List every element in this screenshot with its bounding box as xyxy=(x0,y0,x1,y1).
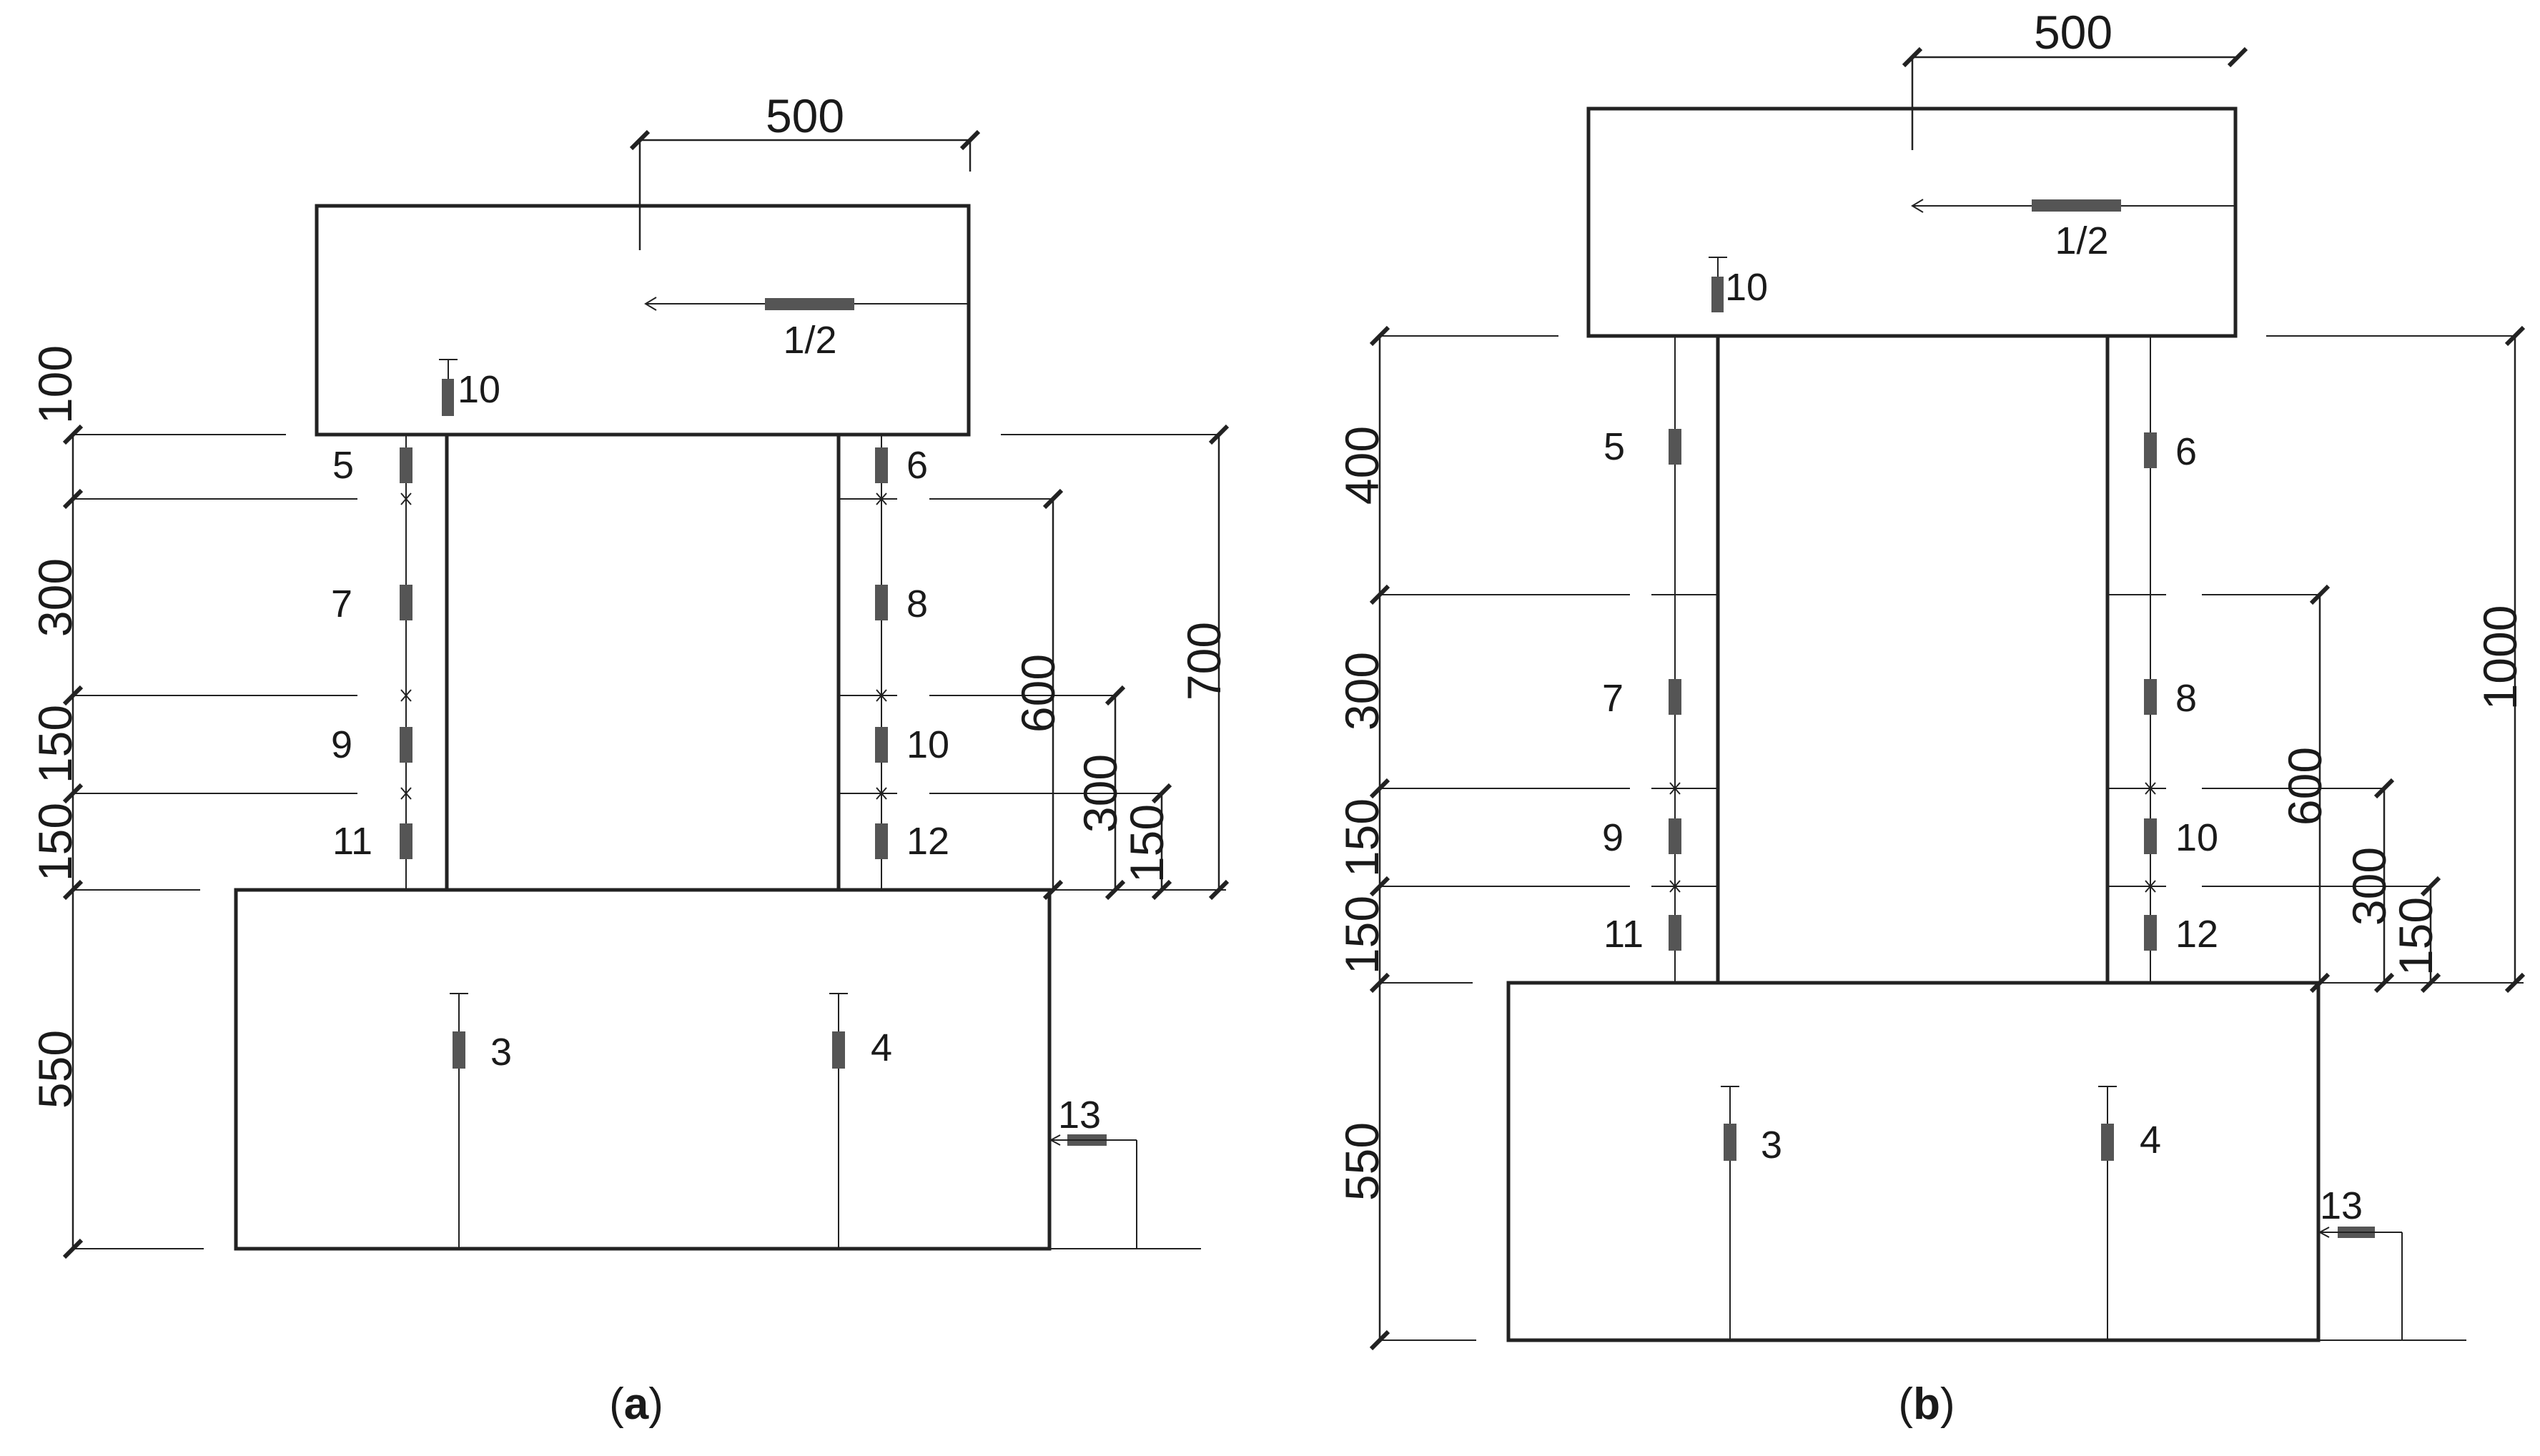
sensor-label-12: 12 xyxy=(906,820,949,863)
sensor-label-8: 8 xyxy=(2175,677,2197,720)
caption-a: (a) xyxy=(609,1380,663,1429)
sensor-label-7: 7 xyxy=(1602,677,1624,720)
sensor-label-11: 11 xyxy=(1603,913,1644,956)
right-dim-1: 700 xyxy=(1177,622,1230,700)
panel-b: 500 1/2 10 400 xyxy=(1335,6,2526,1429)
sensor-13: 13 xyxy=(1049,1094,1201,1249)
sensor-label-11: 11 xyxy=(332,820,372,863)
wall-right-sensor-column: 6 8 10 12 xyxy=(839,435,949,890)
left-dim-5: 550 xyxy=(29,1030,81,1109)
left-dim-1: 400 xyxy=(1335,426,1388,505)
foundation-block xyxy=(1506,981,2321,1342)
sensor-label-1-2: 1/2 xyxy=(783,319,836,362)
sensor-label-4: 4 xyxy=(2140,1119,2161,1162)
sensor-label-13: 13 xyxy=(2320,1184,2363,1227)
top-dimension: 500 xyxy=(1902,6,2248,150)
right-dim-4: 150 xyxy=(1120,804,1173,883)
top-beam xyxy=(315,204,971,437)
sensor-label-9: 9 xyxy=(1602,816,1624,859)
left-dim-3: 150 xyxy=(29,705,81,783)
sensor-10-top: 10 xyxy=(1709,257,1768,312)
top-dim-label: 500 xyxy=(2034,6,2112,59)
left-dim-2: 300 xyxy=(29,558,81,637)
panel-a: 500 1/2 10 xyxy=(29,89,1230,1429)
right-dim-3: 300 xyxy=(2343,847,2396,926)
sensor-label-5: 5 xyxy=(1603,425,1625,468)
right-dim-3: 300 xyxy=(1074,754,1127,833)
sensor-1-2: 1/2 xyxy=(644,297,969,362)
sensor-10-top: 10 xyxy=(439,359,500,416)
sensor-label-10: 10 xyxy=(906,723,949,766)
left-dim-2: 300 xyxy=(1335,652,1388,731)
sensor-1-2: 1/2 xyxy=(1911,199,2235,262)
sensor-label-12: 12 xyxy=(2175,913,2218,956)
right-dim-2: 600 xyxy=(2278,747,2331,826)
wall-right-sensor-column: 6 8 10 12 xyxy=(2107,336,2218,983)
sensor-label-6: 6 xyxy=(906,444,928,487)
sensor-label-8: 8 xyxy=(906,583,928,625)
left-dim-3: 150 xyxy=(1335,798,1388,877)
sensor-label-6: 6 xyxy=(2175,430,2197,473)
left-dim-4: 150 xyxy=(29,803,81,881)
right-dim-2: 600 xyxy=(1012,654,1064,733)
sensor-label-10: 10 xyxy=(2175,816,2218,859)
caption-b: (b) xyxy=(1898,1380,1955,1429)
right-dim-4: 150 xyxy=(2389,897,2442,976)
right-dim-1: 1000 xyxy=(2474,605,2526,710)
top-dim-label: 500 xyxy=(766,89,844,142)
foundation-sensors: 3 4 xyxy=(450,993,892,1249)
foundation-sensors: 3 4 xyxy=(1721,1086,2161,1340)
sensor-label-13: 13 xyxy=(1058,1094,1101,1136)
left-dim-1: 100 xyxy=(29,345,81,424)
left-dim-5: 550 xyxy=(1335,1122,1388,1201)
sensor-label-1-2: 1/2 xyxy=(2055,219,2108,262)
top-dimension: 500 xyxy=(629,89,981,250)
sensor-label-4: 4 xyxy=(871,1026,892,1069)
sensor-label-10-top: 10 xyxy=(1725,266,1768,309)
left-dim-4: 150 xyxy=(1335,896,1388,974)
foundation-block xyxy=(234,888,1052,1251)
sensor-label-5: 5 xyxy=(332,444,354,487)
wall-left-sensor-column: 5 7 9 11 xyxy=(331,435,412,890)
sensor-label-7: 7 xyxy=(331,583,352,625)
sensor-label-3: 3 xyxy=(1761,1124,1782,1167)
sensor-label-3: 3 xyxy=(490,1031,512,1074)
left-dimension-chain: 100 300 150 150 550 xyxy=(29,345,357,1259)
left-dimension-chain: 400 300 150 150 550 xyxy=(1335,325,1630,1351)
right-dimension-chains: 1000 600 300 150 xyxy=(2202,325,2526,994)
sensor-label-9: 9 xyxy=(331,723,352,766)
wall-left-sensor-column: 5 7 9 11 xyxy=(1602,336,1718,983)
right-dimension-chains: 700 600 300 150 xyxy=(929,424,1230,901)
sensor-13: 13 xyxy=(2318,1184,2466,1341)
sensor-label-10-top: 10 xyxy=(458,368,500,411)
